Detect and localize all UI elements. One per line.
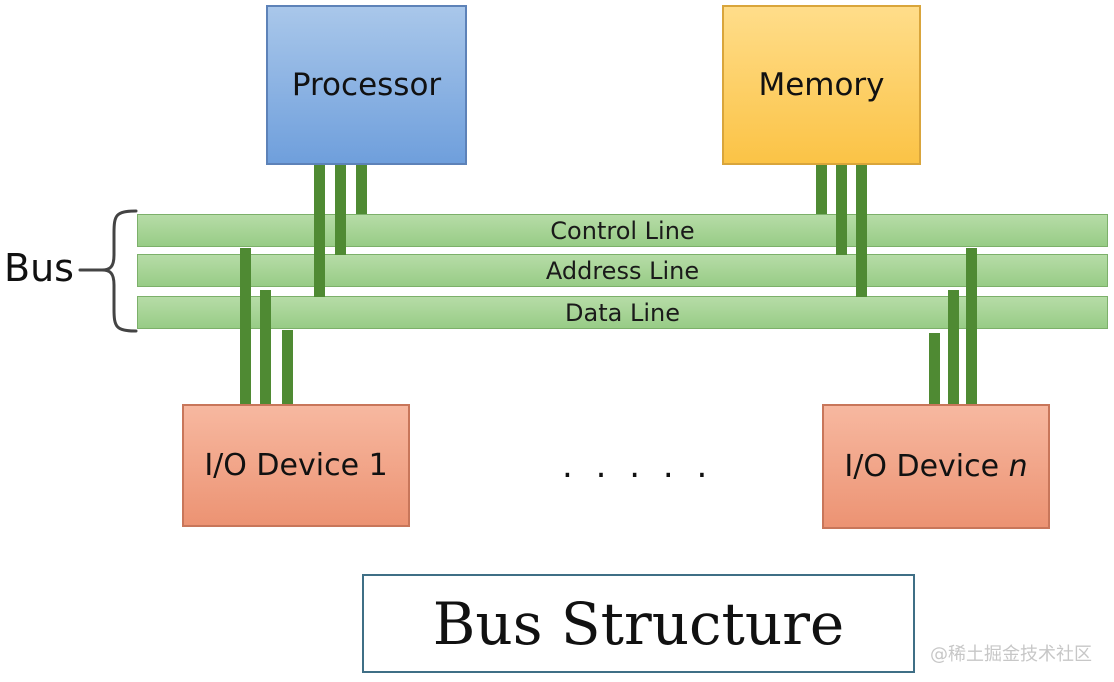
watermark: @稀土掘金技术社区 — [930, 644, 1092, 665]
io1-control-wire — [282, 330, 293, 404]
io-device-n-label: I/O Device n — [844, 449, 1027, 484]
ion-control-wire — [929, 333, 940, 404]
processor-data-wire — [314, 165, 325, 297]
address-line-label: Address Line — [545, 256, 700, 285]
data-line-label: Data Line — [565, 298, 680, 327]
processor-control-wire — [356, 165, 367, 214]
memory-address-wire — [836, 165, 847, 255]
memory-box: Memory — [722, 5, 921, 165]
control-line: Control Line — [137, 214, 1108, 247]
io-device-1-label: I/O Device 1 — [204, 448, 388, 483]
address-line: Address Line — [137, 254, 1108, 287]
data-line: Data Line — [137, 296, 1108, 329]
control-line-label: Control Line — [550, 216, 695, 245]
memory-control-wire — [816, 165, 827, 214]
io-device-n-prefix: I/O Device — [844, 449, 1009, 484]
io-device-n-box: I/O Device n — [822, 404, 1050, 529]
io1-data-wire — [260, 290, 271, 404]
io1-address-wire — [240, 248, 251, 404]
processor-address-wire — [335, 165, 346, 255]
ion-data-wire — [948, 290, 959, 404]
diagram-title: Bus Structure — [432, 589, 845, 658]
io-device-1-box: I/O Device 1 — [182, 404, 410, 527]
processor-box: Processor — [266, 5, 467, 165]
bus-label: Bus — [4, 246, 74, 290]
bus-brace-icon — [78, 209, 138, 333]
memory-label: Memory — [758, 67, 885, 103]
io-device-n-variable: n — [1008, 449, 1028, 484]
ion-address-wire — [966, 248, 977, 404]
memory-data-wire — [856, 165, 867, 297]
diagram-title-box: Bus Structure — [362, 574, 915, 673]
processor-label: Processor — [291, 67, 442, 103]
ellipsis: . . . . . — [562, 446, 714, 486]
